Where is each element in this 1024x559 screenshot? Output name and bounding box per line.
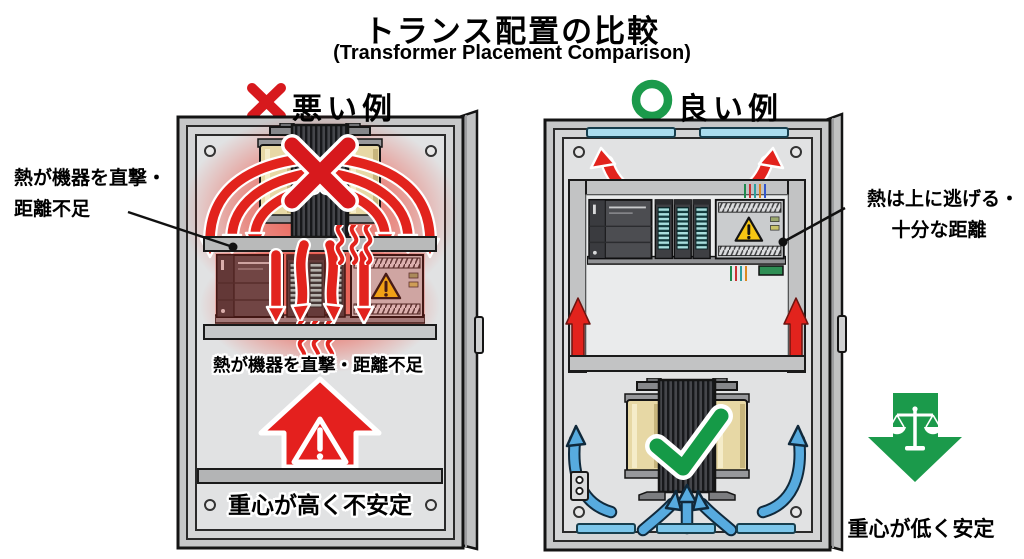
bad-callout-line1: 熱が機器を直撃・ <box>14 168 167 189</box>
warning-triangle-icon <box>291 416 349 465</box>
circle-mark-icon <box>631 79 673 121</box>
callout-pointer-bad <box>127 210 238 252</box>
top-vent <box>699 127 789 138</box>
scales-icon <box>888 406 942 451</box>
bad-callout: 熱が機器を直撃・ 距離不足 <box>14 163 209 225</box>
callout-pointer-good <box>778 206 846 247</box>
screw <box>425 499 437 511</box>
good-example-heading: 良い例 <box>678 93 783 126</box>
screw <box>573 506 585 518</box>
heat-down-arrows <box>265 238 375 326</box>
bottom-vent <box>736 523 796 534</box>
screw <box>425 145 437 157</box>
screw <box>204 145 216 157</box>
control-devices <box>587 200 785 264</box>
top-vent <box>586 127 676 138</box>
good-bottom-caption: 重心が低く安定 <box>847 518 995 541</box>
door-handle <box>474 316 484 354</box>
good-callout-line1: 熱は上に逃げる・ <box>866 189 1019 210</box>
cool-air-arrows <box>565 424 809 537</box>
page-subtitle: (Transformer Placement Comparison) <box>333 42 691 64</box>
bad-example-heading: 悪い例 <box>292 93 397 126</box>
good-callout: 熱は上に逃げる・ 十分な距離 <box>845 184 1019 246</box>
wiring <box>730 184 784 281</box>
x-mark-icon <box>281 134 359 212</box>
good-cabinet <box>543 112 847 552</box>
bad-bottom-caption: 重心が高く不安定 <box>228 492 412 518</box>
door-handle <box>837 315 847 353</box>
good-callout-line2: 十分な距離 <box>891 220 987 241</box>
bad-cabinet <box>176 109 484 551</box>
page-title: トランス配置の比較 <box>363 14 661 49</box>
junction-box <box>570 471 589 501</box>
check-mark-icon <box>645 404 733 480</box>
instability-arrow <box>258 376 382 470</box>
bad-inner-caption: 熱が機器を直撃・距離不足 <box>213 355 423 375</box>
bad-callout-line2: 距離不足 <box>14 199 91 220</box>
stability-arrow <box>868 393 962 482</box>
screw <box>790 146 802 158</box>
heat-tint <box>215 253 425 325</box>
screw <box>790 506 802 518</box>
x-mark-icon <box>247 83 286 121</box>
bottom-vent <box>576 523 636 534</box>
screw <box>573 146 585 158</box>
screw <box>204 499 216 511</box>
bottom-vent <box>656 523 716 534</box>
